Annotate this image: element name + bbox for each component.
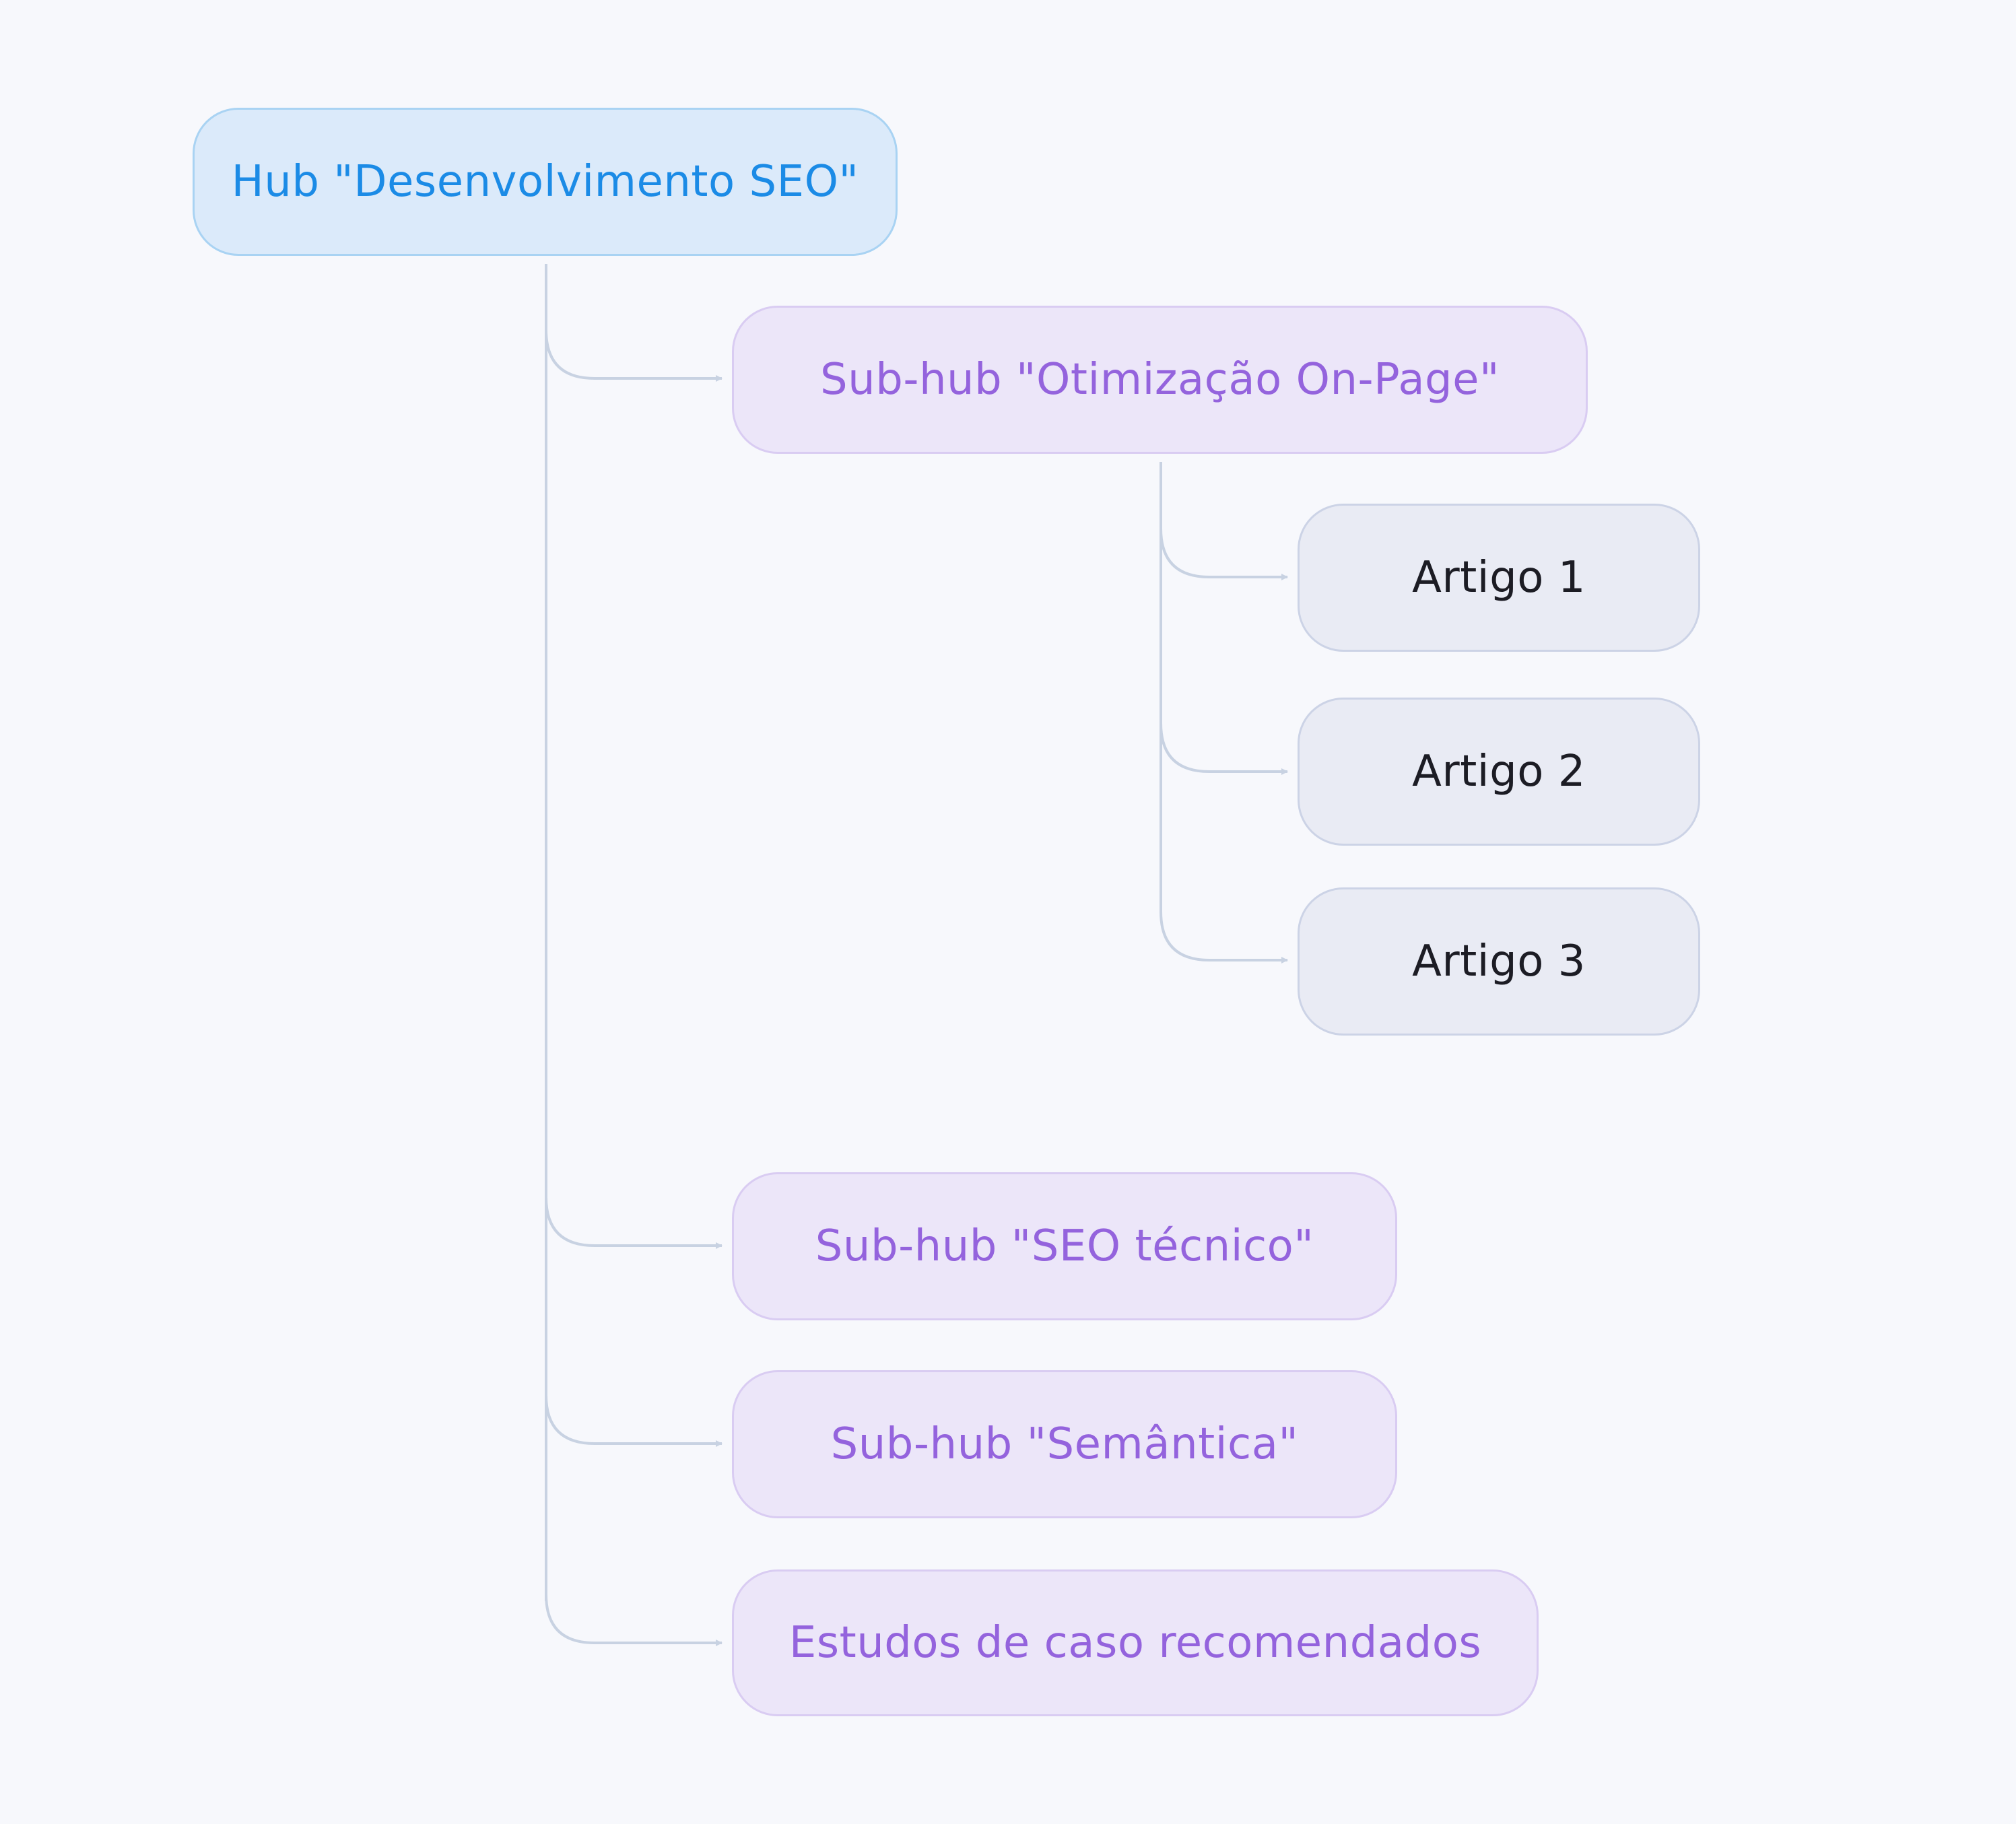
connector-to-subhub-semantica bbox=[545, 1394, 723, 1447]
estudos-de-caso-recomendados-node: Estudos de caso recomendados bbox=[732, 1569, 1539, 1716]
artigo-1-node: Artigo 1 bbox=[1298, 504, 1700, 652]
article-label: Artigo 2 bbox=[1412, 747, 1586, 797]
article-label: Artigo 3 bbox=[1412, 937, 1586, 986]
connector-to-artigo-2 bbox=[1160, 722, 1288, 775]
hub-desenvolvimento-seo-node: Hub "Desenvolvimento SEO" bbox=[193, 108, 898, 256]
artigo-3-node: Artigo 3 bbox=[1298, 887, 1700, 1036]
connector-to-artigo-3 bbox=[1160, 911, 1288, 964]
article-label: Artigo 1 bbox=[1412, 553, 1586, 603]
subhub-label: Sub-hub "Otimização On-Page" bbox=[820, 355, 1500, 405]
connector-to-estudos-de-caso bbox=[545, 1594, 723, 1646]
connector-to-subhub-seo-tecnico bbox=[545, 1196, 723, 1249]
subhub-label: Sub-hub "Semântica" bbox=[830, 1419, 1299, 1469]
subhub-semantica-node: Sub-hub "Semântica" bbox=[732, 1370, 1397, 1518]
subhub-seo-tecnico-node: Sub-hub "SEO técnico" bbox=[732, 1172, 1397, 1320]
connector-to-artigo-1 bbox=[1160, 528, 1288, 580]
subhub-otimizacao-on-page-node: Sub-hub "Otimização On-Page" bbox=[732, 306, 1588, 454]
subhub-label: Estudos de caso recomendados bbox=[788, 1618, 1482, 1668]
connector-to-subhub-onpage bbox=[545, 329, 723, 382]
subhub-label: Sub-hub "SEO técnico" bbox=[815, 1221, 1314, 1271]
hub-label: Hub "Desenvolvimento SEO" bbox=[231, 157, 859, 207]
artigo-2-node: Artigo 2 bbox=[1298, 698, 1700, 846]
